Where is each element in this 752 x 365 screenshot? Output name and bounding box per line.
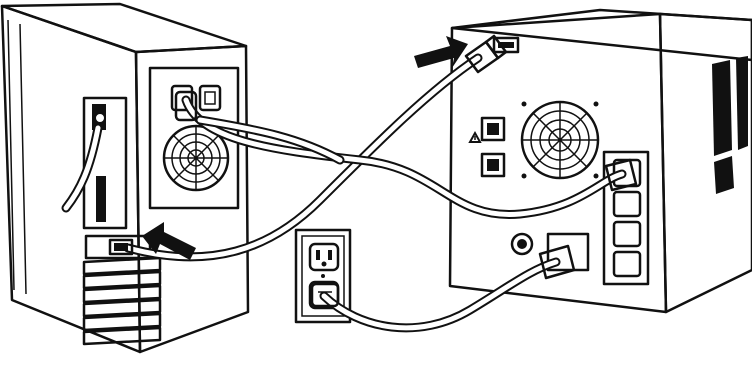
serial-connector-ups [464, 34, 508, 74]
wall-plug [310, 282, 340, 308]
psu-fan-icon [162, 124, 230, 192]
tower-front-shading [7, 19, 27, 295]
ups-top [450, 8, 752, 62]
tower-top [0, 2, 248, 54]
parallel-port [96, 176, 106, 222]
ups-outlet-plug [604, 158, 638, 192]
psu-power-inlet [170, 84, 194, 112]
arrow-serial-pc [142, 222, 196, 260]
ups-side-vents [712, 56, 748, 194]
serial-connector-pc [108, 238, 134, 256]
pc-power-plug [174, 90, 198, 122]
ups-fan-icon [520, 100, 600, 180]
io-panel [82, 96, 128, 230]
serial-port-area [84, 234, 152, 260]
ups-data-port-1 [480, 116, 506, 142]
wall-socket-top [308, 242, 340, 272]
ups-circuit-breaker [510, 232, 534, 256]
ups-input-cable [310, 244, 576, 333]
arrow-icon [142, 222, 196, 260]
expansion-slots [82, 256, 162, 346]
psu-outlet-slot [204, 91, 216, 105]
computer-power-cable [174, 90, 638, 219]
warning-icon [468, 130, 482, 143]
wall-outlet [294, 228, 352, 324]
ups-unit [448, 8, 752, 314]
psu-power-outlet [198, 84, 222, 112]
ups-data-port-2 [480, 152, 506, 178]
ups-inlet-plug [538, 244, 576, 280]
arrow-serial-ups [414, 36, 468, 68]
ups-side [658, 12, 752, 314]
serial-cable [108, 34, 508, 262]
wall-plate [294, 228, 352, 324]
ups-outlet-panel [602, 150, 650, 286]
computer-tower [0, 2, 250, 354]
audio-jack [94, 112, 106, 124]
pc-misc-cables [61, 123, 103, 213]
arrow-icon [414, 36, 468, 68]
